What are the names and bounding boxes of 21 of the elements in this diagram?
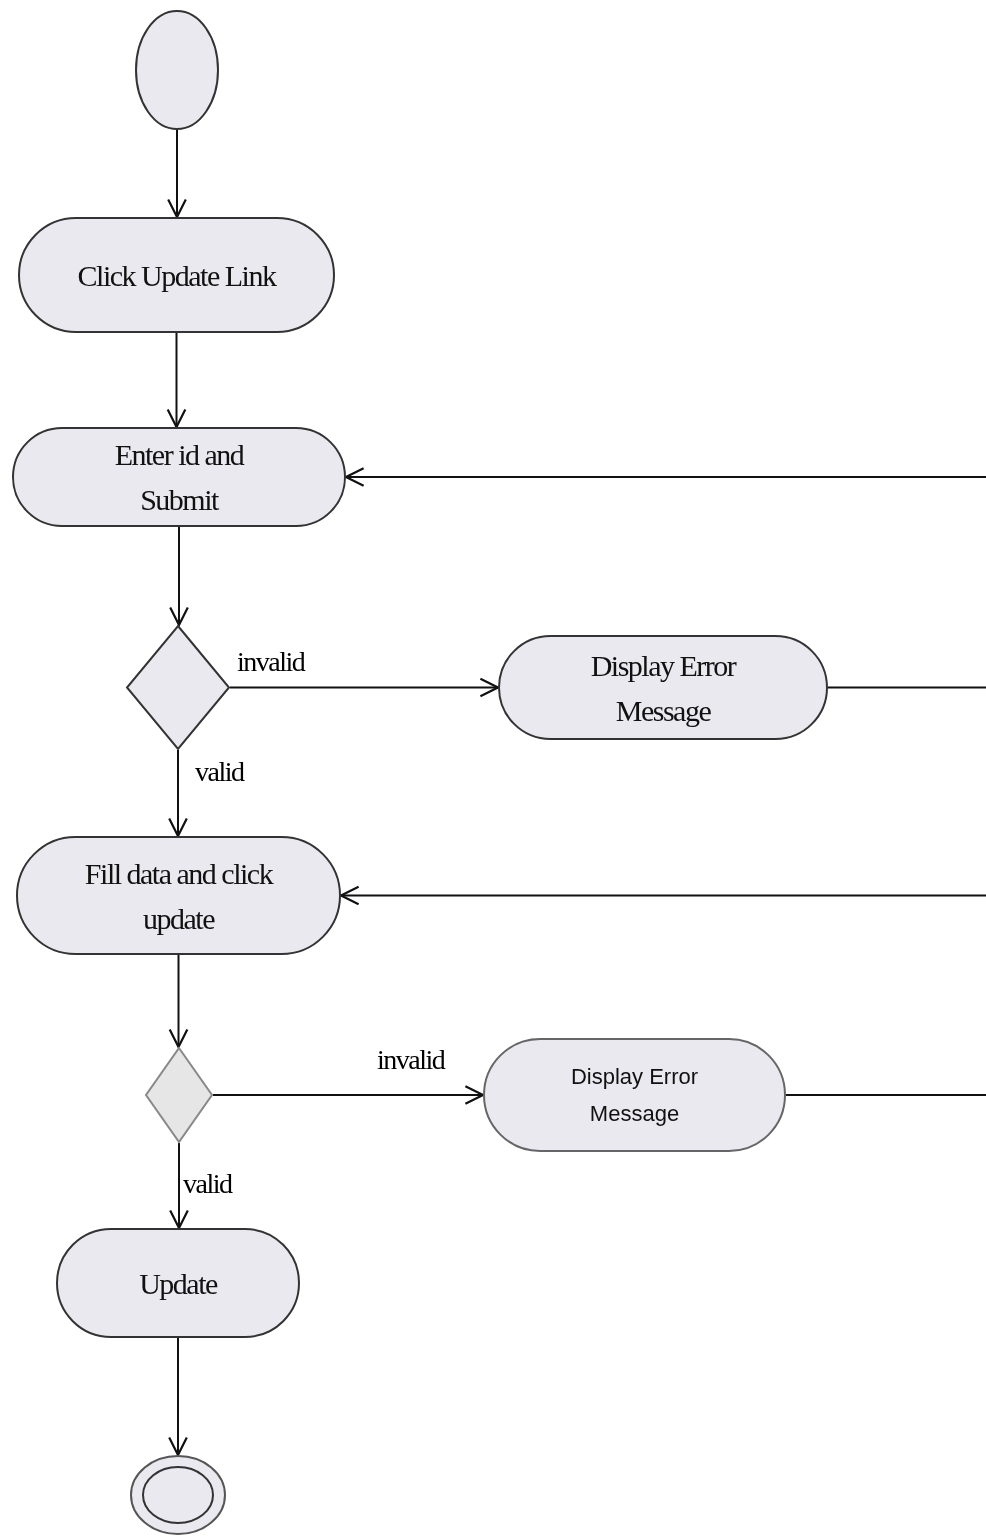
arrow	[344, 467, 986, 689]
arrow	[168, 749, 188, 838]
arrow	[169, 1142, 189, 1230]
activity-label: Display Error Message	[569, 1062, 700, 1128]
end-node	[130, 1455, 226, 1535]
decision-diamond	[126, 625, 230, 750]
activity-label: Display Error Message	[589, 647, 737, 729]
arrow	[166, 332, 187, 429]
arrow	[169, 526, 189, 627]
arrow	[212, 1085, 485, 1105]
activity-label: Enter id and Submit	[113, 437, 245, 518]
start-node	[135, 10, 219, 130]
arrow	[168, 954, 189, 1049]
activity-label: Update	[138, 1265, 219, 1302]
arrow	[229, 677, 500, 698]
arrow	[167, 129, 187, 219]
activity-label: Click Update Link	[76, 257, 277, 294]
activity-label: Fill data and click update	[83, 855, 274, 937]
decision-diamond	[145, 1047, 213, 1143]
arrow	[339, 885, 986, 1096]
arrow	[168, 1337, 188, 1457]
